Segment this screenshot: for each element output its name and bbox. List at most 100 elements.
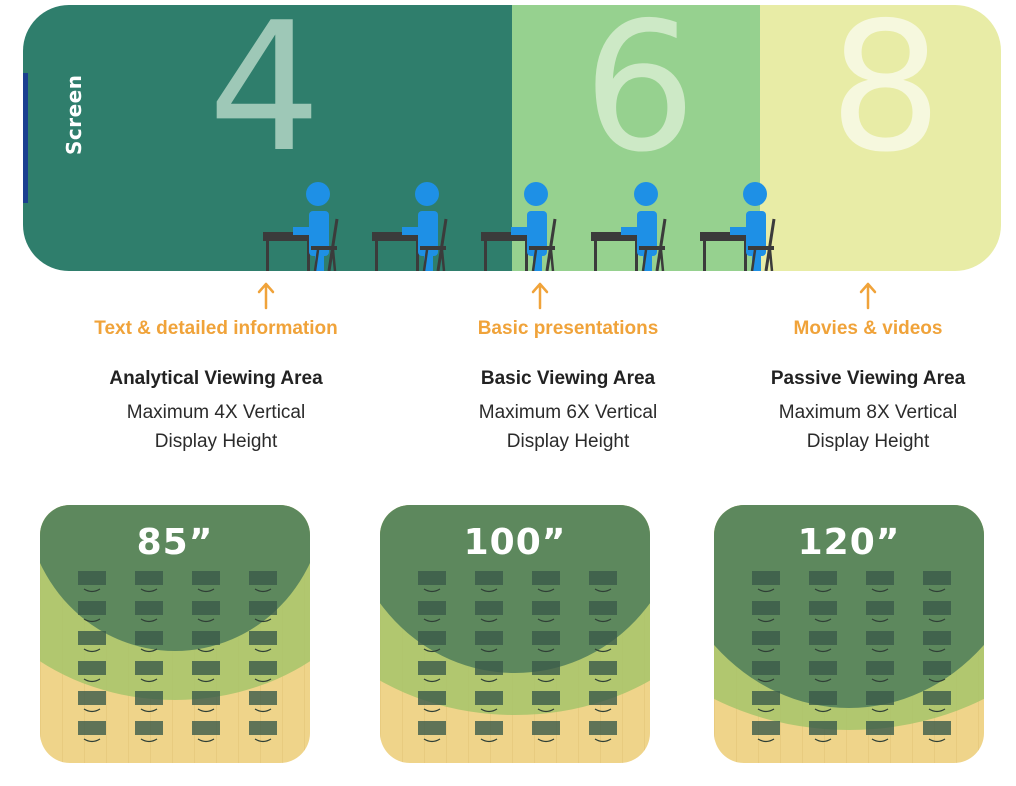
analytical-area-desc: Maximum 4X Vertical Display Height — [126, 402, 306, 452]
room-layout-85 — [40, 505, 310, 763]
seat-chair — [928, 708, 946, 713]
seat-chair — [197, 618, 215, 623]
seat-desk — [78, 571, 106, 585]
seat-chair — [871, 708, 889, 713]
seat-chair — [480, 588, 498, 593]
seat-desk — [809, 691, 837, 705]
seat-chair — [140, 678, 158, 683]
seat-chair — [594, 588, 612, 593]
seat-desk — [418, 601, 446, 615]
room-layout-100 — [380, 505, 650, 763]
seat-desk — [809, 601, 837, 615]
range-overlay — [714, 505, 984, 708]
seat-desk — [135, 721, 163, 735]
zone-number-4: 4 — [208, 5, 322, 191]
seat-chair — [423, 708, 441, 713]
seat-chair — [537, 708, 555, 713]
seat-chair — [537, 618, 555, 623]
seat-desk — [589, 691, 617, 705]
seat-chair — [83, 648, 101, 653]
seat-desk — [78, 601, 106, 615]
seat-chair — [423, 618, 441, 623]
seat-chair — [928, 648, 946, 653]
seat-desk — [192, 691, 220, 705]
seat-desk — [589, 661, 617, 675]
seat-chair — [140, 708, 158, 713]
seat-desk — [923, 691, 951, 705]
seat-desk — [752, 721, 780, 735]
seat-desk — [866, 571, 894, 585]
seat-chair — [83, 588, 101, 593]
seat-desk — [192, 571, 220, 585]
seat-desk — [923, 601, 951, 615]
seat-chair — [594, 738, 612, 743]
zone-number-6: 6 — [583, 5, 697, 191]
seat-chair — [254, 648, 272, 653]
seat-chair — [928, 678, 946, 683]
seat-desk — [752, 691, 780, 705]
seat-desk — [866, 631, 894, 645]
seat-desk — [752, 571, 780, 585]
seat-desk — [135, 631, 163, 645]
seat-desk — [532, 631, 560, 645]
seat-chair — [594, 678, 612, 683]
seat-chair — [757, 738, 775, 743]
seat-desk — [532, 571, 560, 585]
basic-area-desc: Maximum 6X Vertical Display Height — [478, 402, 658, 452]
passive-area-desc: Maximum 8X Vertical Display Height — [778, 402, 958, 452]
seat-desk — [192, 601, 220, 615]
seat-desk — [866, 691, 894, 705]
seat-chair — [423, 678, 441, 683]
seat-desk — [866, 601, 894, 615]
seat-desk — [78, 631, 106, 645]
seat-desk — [923, 631, 951, 645]
seat-desk — [866, 661, 894, 675]
seat-chair — [480, 678, 498, 683]
seat-desk — [418, 631, 446, 645]
seat-desk — [866, 721, 894, 735]
seat-chair — [423, 648, 441, 653]
seat-chair — [83, 618, 101, 623]
seat-chair — [814, 708, 832, 713]
seat-desk — [78, 721, 106, 735]
seat-chair — [594, 648, 612, 653]
seat-desk — [809, 631, 837, 645]
seat-desk — [249, 601, 277, 615]
seat-desk — [192, 631, 220, 645]
seat-desk — [249, 721, 277, 735]
seat-chair — [871, 738, 889, 743]
seat-desk — [249, 691, 277, 705]
seat-desk — [923, 571, 951, 585]
seat-chair — [757, 708, 775, 713]
seat-desk — [752, 631, 780, 645]
display-size-label: 100” — [463, 522, 567, 563]
seat-chair — [197, 588, 215, 593]
seat-desk — [192, 721, 220, 735]
screen-edge — [23, 73, 28, 203]
passive-zone — [760, 5, 1001, 271]
seat-desk — [752, 601, 780, 615]
seat-chair — [254, 588, 272, 593]
seat-chair — [757, 588, 775, 593]
basic-area-title: Basic Viewing Area — [480, 368, 656, 389]
seat-desk — [135, 571, 163, 585]
arrow-up-icon — [531, 282, 549, 310]
seat-chair — [594, 708, 612, 713]
seat-chair — [928, 588, 946, 593]
passive-use: Movies & videos — [793, 318, 943, 339]
seat-desk — [475, 661, 503, 675]
seat-chair — [814, 618, 832, 623]
seat-chair — [423, 588, 441, 593]
seat-desk — [78, 691, 106, 705]
seat-chair — [83, 678, 101, 683]
seat-chair — [928, 618, 946, 623]
seat-chair — [928, 738, 946, 743]
seat-chair — [537, 738, 555, 743]
display-size-label: 85” — [136, 522, 214, 563]
seat-desk — [532, 721, 560, 735]
seat-chair — [871, 618, 889, 623]
seat-chair — [197, 738, 215, 743]
seat-chair — [871, 648, 889, 653]
zone-number-8: 8 — [829, 5, 943, 191]
student-at-desk-icon — [372, 182, 448, 271]
